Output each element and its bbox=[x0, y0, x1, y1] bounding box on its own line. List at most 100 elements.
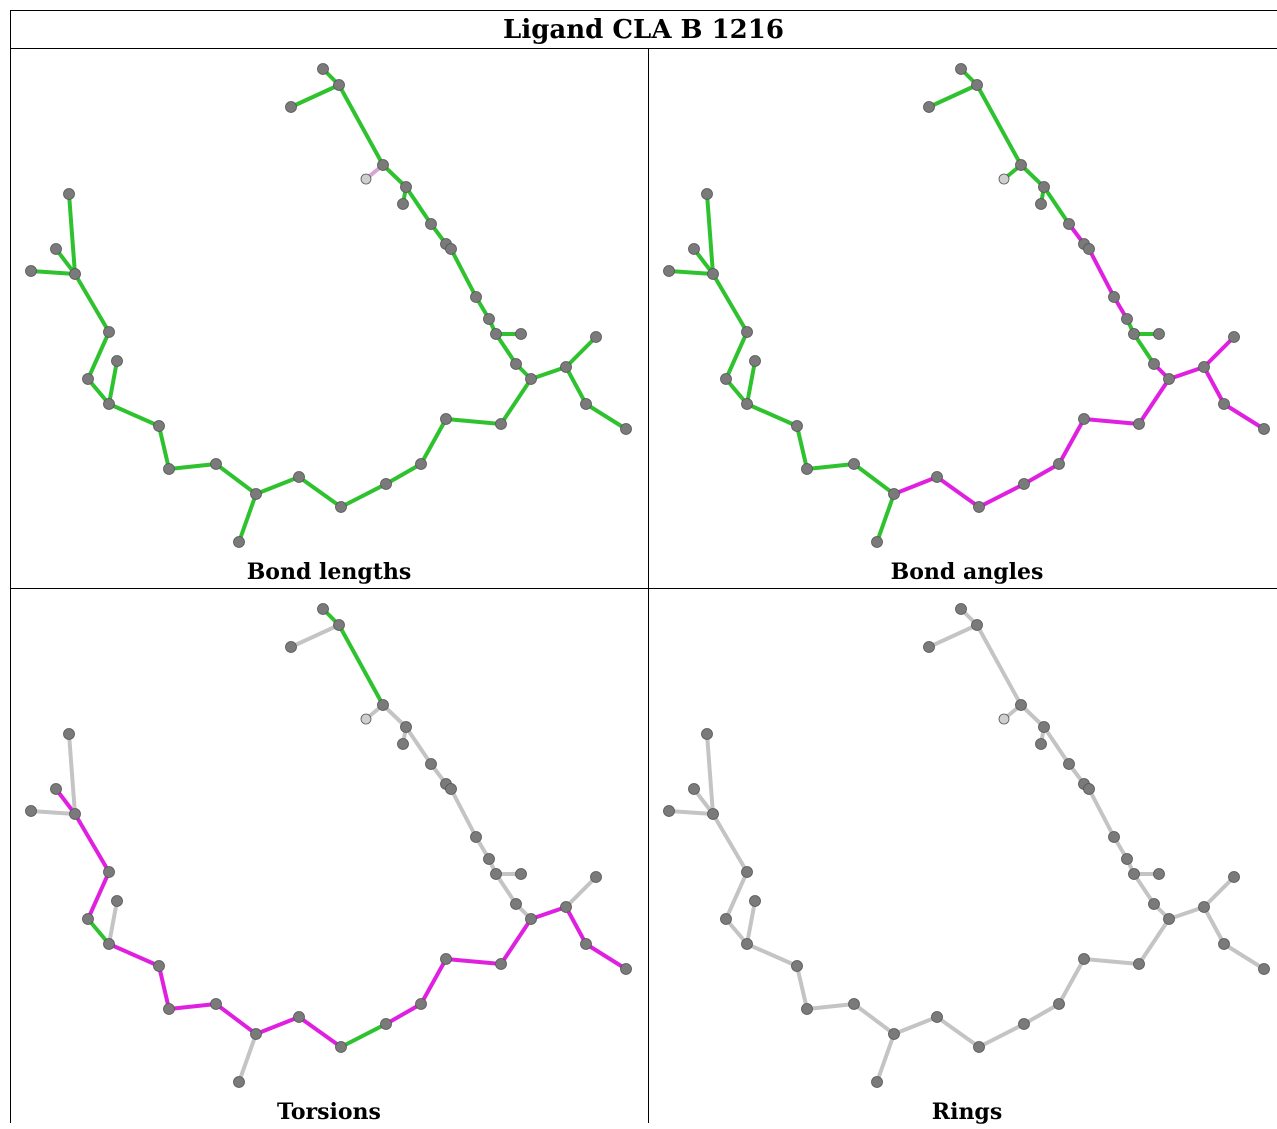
atom bbox=[663, 805, 675, 817]
atom bbox=[1083, 243, 1095, 255]
atom bbox=[1108, 291, 1120, 303]
table-title: Ligand CLA B 1216 bbox=[503, 15, 784, 45]
atom bbox=[688, 243, 700, 255]
bond bbox=[1082, 417, 1141, 426]
atom bbox=[871, 536, 883, 548]
bond bbox=[529, 365, 568, 381]
bond bbox=[107, 402, 161, 428]
bond bbox=[975, 623, 1023, 707]
bond bbox=[724, 870, 749, 921]
bond bbox=[1137, 377, 1171, 426]
bond bbox=[444, 417, 503, 426]
bond bbox=[1087, 787, 1116, 839]
atom bbox=[400, 181, 412, 193]
atom bbox=[377, 699, 389, 711]
bond bbox=[667, 809, 715, 816]
atom bbox=[620, 963, 632, 975]
atom bbox=[1258, 963, 1270, 975]
panel-bond-angles: Bond angles bbox=[649, 49, 1277, 589]
bond bbox=[564, 875, 598, 909]
atom bbox=[1038, 181, 1050, 193]
atom bbox=[380, 1018, 392, 1030]
atom bbox=[1148, 358, 1160, 370]
bond bbox=[289, 623, 341, 649]
atom bbox=[445, 783, 457, 795]
atom bbox=[515, 328, 527, 340]
bond bbox=[444, 957, 503, 966]
atom bbox=[791, 960, 803, 972]
atom bbox=[741, 398, 753, 410]
bond bbox=[337, 83, 385, 167]
atom bbox=[483, 313, 495, 325]
atom bbox=[470, 831, 482, 843]
atom bbox=[285, 641, 297, 653]
bond bbox=[711, 812, 749, 874]
atom bbox=[1163, 373, 1175, 385]
bond bbox=[927, 83, 979, 109]
atom bbox=[425, 758, 437, 770]
bond bbox=[745, 359, 757, 406]
atom bbox=[1015, 699, 1027, 711]
top-border bbox=[10, 10, 1277, 11]
panel-caption: Bond angles bbox=[890, 559, 1044, 585]
atom bbox=[317, 63, 329, 75]
atom bbox=[63, 188, 75, 200]
atom bbox=[923, 101, 935, 113]
atom bbox=[590, 871, 602, 883]
atom bbox=[1038, 721, 1050, 733]
atom bbox=[1053, 998, 1065, 1010]
atom bbox=[749, 355, 761, 367]
ligand-diagram bbox=[25, 63, 632, 548]
atom bbox=[163, 463, 175, 475]
bond bbox=[805, 1002, 856, 1011]
atom bbox=[1133, 958, 1145, 970]
bond bbox=[254, 1015, 301, 1036]
atom bbox=[931, 1011, 943, 1023]
bond bbox=[499, 377, 533, 426]
panel-rings: Rings bbox=[649, 589, 1277, 1129]
atom bbox=[82, 913, 94, 925]
atom bbox=[490, 328, 502, 340]
atom bbox=[741, 326, 753, 338]
atom bbox=[495, 418, 507, 430]
atom bbox=[1163, 913, 1175, 925]
atom bbox=[317, 603, 329, 615]
atom bbox=[397, 198, 409, 210]
atom bbox=[1153, 868, 1165, 880]
bond bbox=[795, 964, 809, 1011]
atom bbox=[1148, 898, 1160, 910]
bond bbox=[449, 247, 478, 299]
atom bbox=[1063, 758, 1075, 770]
atom bbox=[560, 361, 572, 373]
bond bbox=[564, 335, 598, 369]
atom bbox=[153, 960, 165, 972]
bond bbox=[157, 424, 171, 471]
atom bbox=[1153, 328, 1165, 340]
bond bbox=[339, 482, 388, 509]
ligand-diagram bbox=[25, 603, 632, 1088]
bond bbox=[29, 269, 77, 276]
atom bbox=[25, 805, 37, 817]
atom bbox=[250, 488, 262, 500]
bond bbox=[1042, 725, 1071, 766]
atom bbox=[1078, 413, 1090, 425]
atom bbox=[620, 423, 632, 435]
atom bbox=[360, 713, 372, 725]
bond bbox=[494, 332, 518, 366]
bond bbox=[795, 424, 809, 471]
bond bbox=[237, 1032, 258, 1084]
atom bbox=[293, 1011, 305, 1023]
bond bbox=[449, 787, 478, 839]
bond bbox=[86, 870, 111, 921]
atom bbox=[1035, 738, 1047, 750]
atom bbox=[1258, 423, 1270, 435]
atom bbox=[233, 1076, 245, 1088]
atom bbox=[971, 79, 983, 91]
bond bbox=[667, 269, 715, 276]
atom bbox=[25, 265, 37, 277]
atom bbox=[1035, 198, 1047, 210]
bond bbox=[289, 83, 341, 109]
atom bbox=[425, 218, 437, 230]
atom bbox=[510, 898, 522, 910]
atom bbox=[931, 471, 943, 483]
